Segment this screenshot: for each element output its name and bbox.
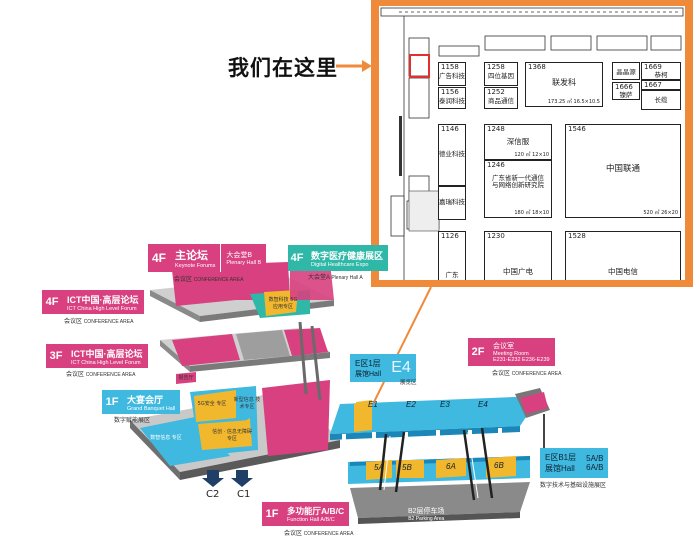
floor-plan-lines [380, 7, 684, 280]
hall-e3[interactable]: E3 [440, 400, 450, 409]
entrance-c1[interactable]: C1 [237, 489, 251, 500]
floor-label-e1[interactable]: E区1层 展馆Hall E4 [350, 354, 417, 382]
booth-1158[interactable]: 1158 广告科技 [438, 62, 466, 86]
area-label: 会议区 CONFERENCE AREA [64, 319, 134, 325]
booth-1546[interactable]: 1546 中国联通 520 ㎡ 26×20 [565, 124, 681, 218]
floor-label-3f-ict[interactable]: 3F ICT中国·高层论坛 ICT China High Level Forum [46, 344, 148, 368]
area-label: 会议区 CONFERENCE AREA [492, 371, 562, 377]
booth-1528[interactable]: 1528 中国电信 [565, 231, 681, 280]
floor-label-4f-ict[interactable]: 4F ICT中国·高层论坛 ICT China High Level Forum [42, 290, 144, 314]
area-label: 会议区 CONFERENCE AREA [284, 531, 354, 537]
booth-1669[interactable]: 1669 恭柯 [641, 62, 681, 80]
area-label: 会议区 CONFERENCE AREA [174, 277, 244, 283]
hall-e1[interactable]: E1 [368, 400, 378, 409]
hall-6b[interactable]: 6B [494, 461, 504, 470]
zone-digital-5g: 数智科技 5G应用专区 [268, 297, 298, 310]
zone-new-info-tech: 新型信息 技术专区 [233, 397, 261, 410]
booth-1667[interactable]: 1667 [641, 80, 681, 90]
floor-label-4f-keynote[interactable]: 4F 主论坛 Keynote Forums 大会堂B Plenary Hall … [148, 244, 267, 272]
inset-floor-plan-frame: 1158 广告科技 1258 四位基因 1368 联发科 173.25 ㎡ 16… [371, 0, 693, 287]
booth-jingjingyuan[interactable]: 晶晶源 [612, 62, 640, 80]
hall-5b[interactable]: 5B [402, 463, 412, 472]
floor-number: 4F [148, 244, 170, 272]
arrow-right-icon [336, 60, 372, 72]
booth-1146[interactable]: 1146 德业科技 [438, 124, 466, 186]
floor-label-2f-meeting[interactable]: 2F 会议室 Meeting Room E231-E232 E236-E239 [468, 338, 555, 366]
booth-1368[interactable]: 1368 联发科 173.25 ㎡ 16.5×10.5 [525, 62, 603, 107]
area-label: 会议区 CONFERENCE AREA [66, 372, 136, 378]
booth-1186[interactable]: 嘉瑞科技 [438, 186, 466, 220]
booth-1246[interactable]: 1246 广东省新一代通信与网络创新研究院 180 ㎡ 18×10 [484, 160, 552, 218]
floor-label-e-b1[interactable]: E区B1层 展馆Hall 5A/B 6A/B [540, 448, 609, 478]
zone-report-hall: 报告厅 [178, 375, 194, 381]
hall-e2[interactable]: E2 [406, 400, 416, 409]
inset-floor-plan: 1158 广告科技 1258 四位基因 1368 联发科 173.25 ㎡ 16… [379, 6, 685, 280]
hall-6a[interactable]: 6A [446, 462, 456, 471]
floor-label-1f-banquet[interactable]: 1F 大宴会厅 Grand Banquet Hall [102, 390, 181, 414]
zone-smart-info: 数智信息 专区 [150, 435, 182, 441]
hall-e4[interactable]: E4 [478, 400, 488, 409]
parking-label: B2层停车场 B2 Parking Area [408, 508, 445, 522]
floor-label-4f-digital-healthcare[interactable]: 4F 数字医疗健康展区 Digital Healthcare Expo [288, 245, 389, 271]
booth-1666[interactable]: 1666 镍萨 [612, 82, 640, 100]
zone-5g-security: 5G安全 专区 [197, 401, 227, 407]
booth-1252[interactable]: 1252 商品通信 [484, 87, 518, 109]
zone-xinchuang: 信创 · 信息无障碍 专区 [212, 429, 252, 442]
floor-label-1f-function[interactable]: 1F 多功能厅A/B/C Function Hall A/B/C [262, 502, 350, 526]
booth-1156[interactable]: 1156 泰润科技 [438, 87, 466, 109]
area-label: 数字赋能展区 [114, 418, 151, 424]
you-are-here-marker [409, 54, 430, 78]
entrance-c2[interactable]: C2 [206, 489, 220, 500]
booth-1126[interactable]: 1126 广东 [438, 231, 466, 280]
area-label: 数字技术与基础设施展区 [540, 483, 607, 489]
area-label: 大会堂A Plenary Hall A [308, 275, 363, 281]
hall-5a[interactable]: 5A [374, 463, 384, 472]
booth-1258[interactable]: 1258 四位基因 [484, 62, 518, 86]
booth-1230[interactable]: 1230 中国广电 [484, 231, 552, 280]
area-label: 展览区 [400, 380, 417, 386]
booth-1248[interactable]: 1248 深信服 120 ㎡ 12×10 [484, 124, 552, 160]
you-are-here-callout: 我们在这里 [228, 56, 338, 80]
booth-changlan[interactable]: 长缆 [641, 90, 681, 110]
